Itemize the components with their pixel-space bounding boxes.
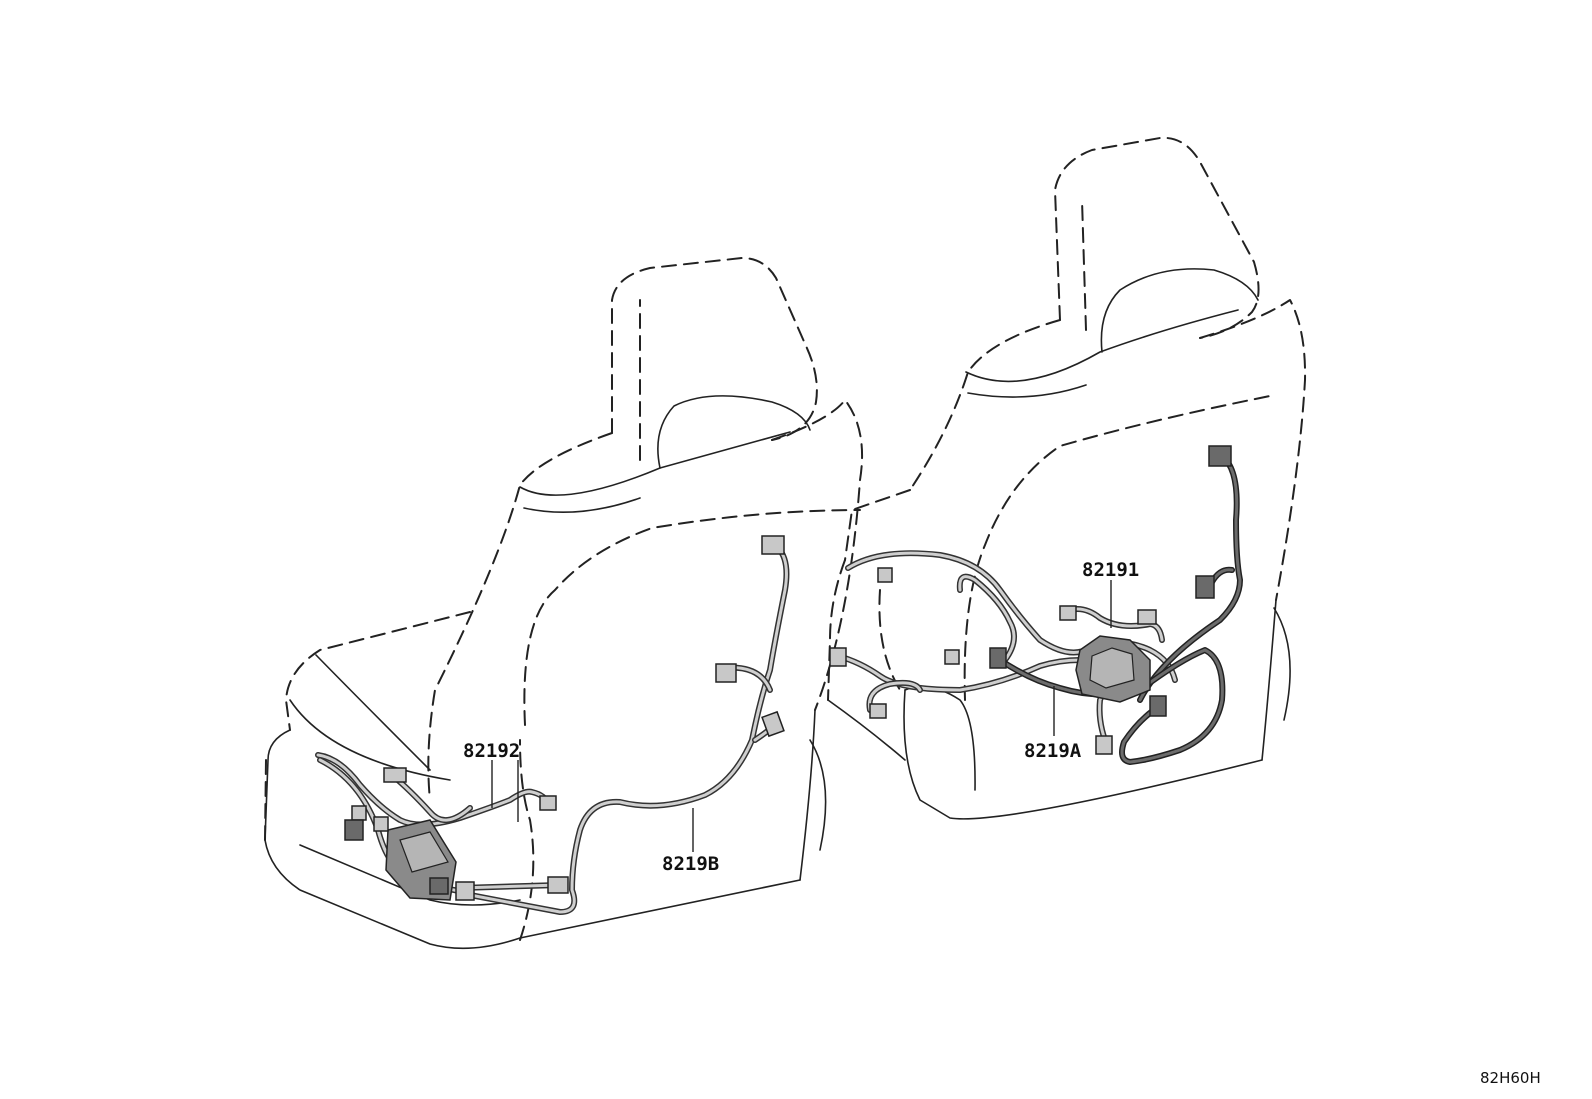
connector-8219A-upper: [1195, 575, 1215, 599]
connector-82191-b: [1137, 609, 1157, 625]
connector-82192-b: [351, 805, 367, 821]
diagram-reference-code: 82H60H: [1480, 1069, 1541, 1087]
connector-8219A-left: [989, 647, 1007, 669]
part-label-8219A: 8219A: [1024, 740, 1082, 762]
connector-82192-c: [344, 819, 364, 841]
harness-8219B: [437, 535, 790, 915]
part-label-82192: 82192: [463, 740, 520, 762]
harness-8219A: [829, 445, 1243, 765]
connector-8219B-side: [761, 710, 785, 738]
connector-82192-g: [539, 795, 557, 811]
connector-8219A-floor-b: [829, 647, 847, 667]
connector-8219A-low: [1095, 735, 1113, 755]
leader-lines: [491, 580, 1112, 852]
connector-8219A-floor-d: [944, 649, 960, 665]
connector-8219A-floor-c: [869, 703, 887, 719]
connector-82191-a: [1059, 605, 1077, 621]
part-label-82191: 82191: [1082, 559, 1139, 581]
connector-82192-a: [383, 767, 407, 783]
left-seat-outline: [264, 257, 864, 950]
connector-8219B-mid: [715, 663, 737, 683]
connector-82192-d: [373, 816, 389, 832]
connector-8219A-top: [1208, 445, 1232, 467]
connector-82192-e: [429, 877, 449, 895]
connector-82192-f: [455, 881, 475, 901]
right-seat-outline: [827, 136, 1307, 820]
harness-82192: [315, 752, 557, 901]
connector-8219A-right: [1149, 695, 1167, 717]
connector-8219A-floor-a: [877, 567, 893, 583]
connector-8219B-bottom: [547, 876, 569, 894]
harness-82191: [1059, 605, 1165, 703]
part-label-8219B: 8219B: [662, 853, 719, 875]
connector-8219B-top: [761, 535, 785, 555]
